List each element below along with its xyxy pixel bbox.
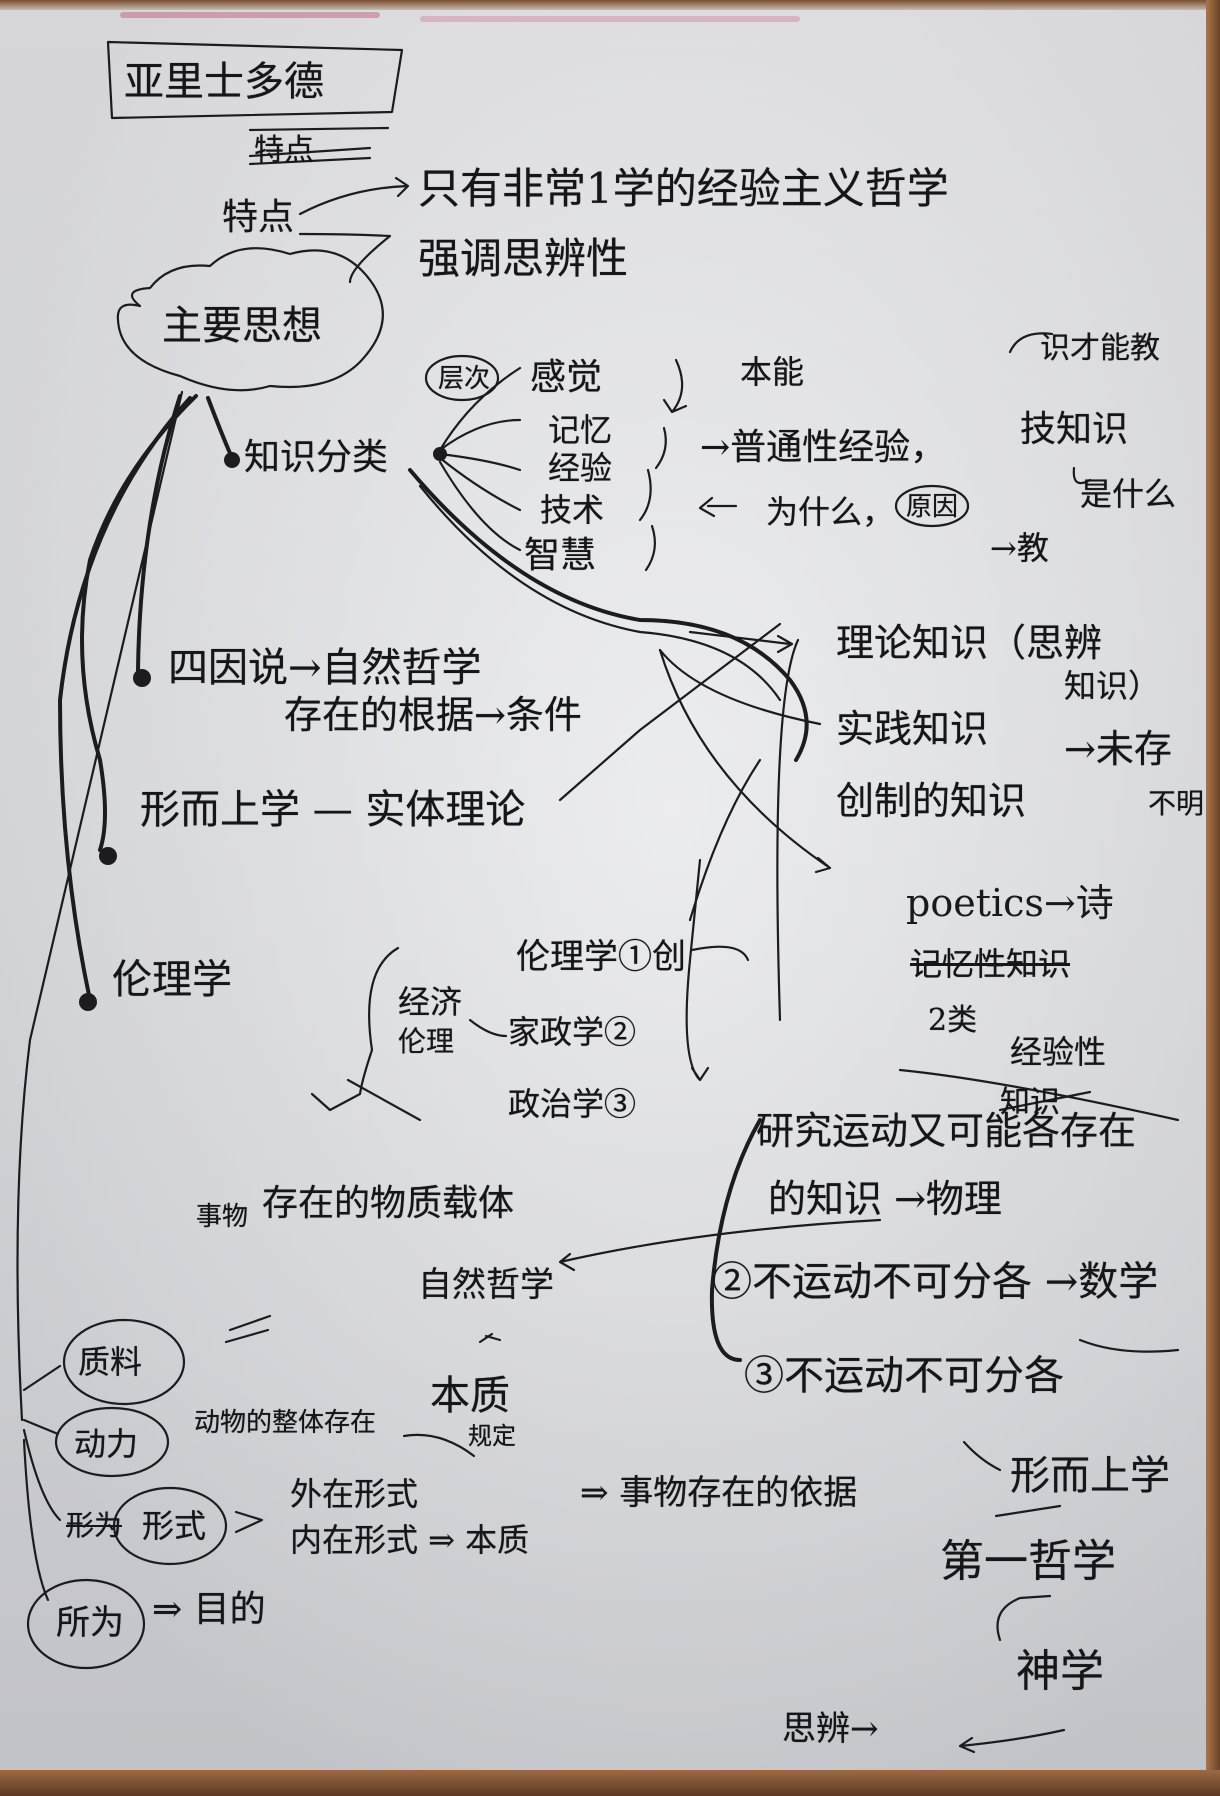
four-causes: 四因说→自然哲学 bbox=[168, 645, 482, 691]
inner-form: 内在形式 ⇒ 本质 bbox=[290, 1521, 530, 1559]
two-kinds: 2类 bbox=[928, 1003, 978, 1038]
instinct-note: 本能 bbox=[740, 353, 805, 391]
level-1: 感觉 bbox=[530, 357, 603, 398]
existence-basis: ⇒ 事物存在的依据 bbox=[580, 1473, 858, 1513]
practical-arrow: →未存 bbox=[1064, 727, 1172, 771]
teach-note: →教 bbox=[990, 529, 1049, 567]
experience-note: →普通性经验， bbox=[700, 427, 947, 468]
level-4: 技术 bbox=[540, 491, 605, 529]
knowledge-label: 知识分类 bbox=[244, 437, 389, 478]
table-edge-top bbox=[0, 0, 1220, 10]
theory-knowledge-2: 知识） bbox=[1064, 667, 1161, 705]
cause-form-struck: 形为 bbox=[66, 1509, 123, 1542]
natural-philosophy: 自然哲学 bbox=[418, 1265, 554, 1305]
motion-line-1: 研究运动又可能各存在 bbox=[756, 1109, 1137, 1153]
practical-arrow-2: 不明 bbox=[1148, 787, 1205, 820]
cause-formal: 形式 bbox=[142, 1507, 207, 1545]
pink-mark bbox=[120, 12, 380, 18]
feature-label: 特点 bbox=[222, 197, 295, 238]
motion-line-4: ③不运动不可分各 bbox=[744, 1353, 1064, 1399]
cause-material: 质料 bbox=[78, 1343, 143, 1381]
level-5: 智慧 bbox=[524, 535, 597, 576]
what-note: 是什么 bbox=[1080, 475, 1177, 513]
thing-label: 事物 bbox=[196, 1202, 249, 1232]
final-purpose: ⇒ 目的 bbox=[152, 1589, 266, 1630]
feature-line-1: 只有非常1学的经验主义哲学 bbox=[418, 164, 949, 213]
theory-knowledge: 理论知识（思辨 bbox=[836, 621, 1103, 665]
level-circled: 层次 bbox=[438, 364, 491, 394]
motion-line-3: ②不运动不可分各 →数学 bbox=[712, 1259, 1159, 1305]
metaphysics: 形而上学 — 实体理论 bbox=[140, 787, 526, 833]
experiential-2: 知识 bbox=[1000, 1085, 1060, 1120]
economy-label: 经济 bbox=[398, 983, 463, 1021]
pink-mark bbox=[420, 16, 800, 22]
politics-study: 政治学③ bbox=[508, 1085, 637, 1123]
ethics-label: 伦理 bbox=[398, 1025, 455, 1058]
essence: 本质 bbox=[430, 1373, 510, 1419]
ethics-branch: 伦理学 bbox=[112, 957, 232, 1003]
four-causes-note: 存在的根据→条件 bbox=[284, 693, 582, 737]
feature-line-2: 强调思辨性 bbox=[418, 234, 629, 283]
cause-final: 所为 bbox=[56, 1603, 124, 1643]
why-note: 为什么， bbox=[766, 493, 895, 531]
level-3: 经验 bbox=[548, 449, 613, 487]
teach-note-top: 识才能教 bbox=[1040, 331, 1160, 366]
poetics-note: poetics→诗 bbox=[906, 881, 1114, 925]
outer-form: 外在形式 bbox=[290, 1475, 419, 1513]
first-philosophy: 第一哲学 bbox=[940, 1536, 1116, 1587]
cause-circled: 原因 bbox=[906, 492, 959, 522]
efficient-note: 动物的整体存在 bbox=[194, 1408, 377, 1438]
hub-label: 主要思想 bbox=[162, 303, 322, 349]
household-study: 家政学② bbox=[508, 1013, 637, 1051]
essence-rule: 规定 bbox=[468, 1422, 516, 1450]
table-edge-bottom bbox=[0, 1770, 1220, 1796]
productive-knowledge: 创制的知识 bbox=[836, 779, 1027, 823]
metaphysics-2: 形而上学 bbox=[1010, 1453, 1170, 1499]
page-title: 亚里士多德 bbox=[124, 59, 324, 105]
experiential: 经验性 bbox=[1010, 1033, 1107, 1071]
table-edge-right bbox=[1206, 0, 1220, 1796]
theology: 神学 bbox=[1016, 1646, 1104, 1697]
motion-line-2: 的知识 →物理 bbox=[768, 1177, 1002, 1221]
practical-knowledge: 实践知识 bbox=[836, 707, 989, 751]
cause-efficient: 动力 bbox=[74, 1425, 139, 1463]
struck-label: 特点 bbox=[254, 133, 314, 168]
speculative: 思辨→ bbox=[782, 1709, 879, 1749]
memory-note: 记忆性知识 bbox=[910, 945, 1071, 983]
ethics-sub-title: 伦理学①创 bbox=[516, 937, 686, 977]
level-2: 记忆 bbox=[548, 411, 613, 449]
material-carrier: 存在的物质载体 bbox=[262, 1183, 515, 1224]
skill-note: 技知识 bbox=[1020, 409, 1129, 450]
